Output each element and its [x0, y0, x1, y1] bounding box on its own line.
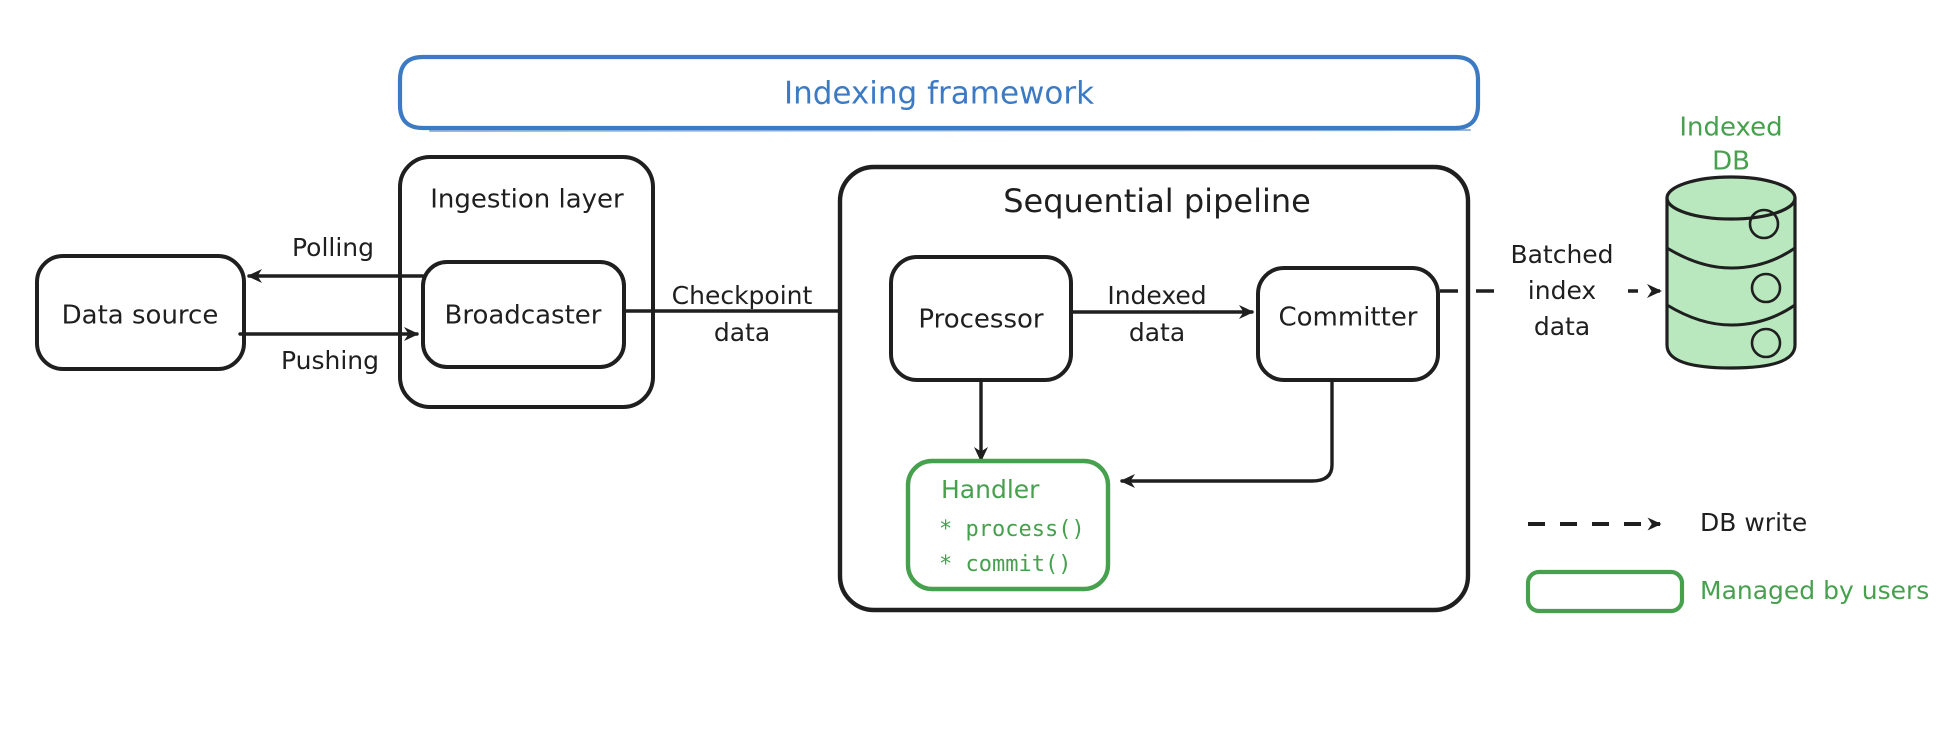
data-source-box	[35, 254, 246, 371]
framework-box-sketch-line	[429, 129, 1471, 132]
edge-polling: Polling	[247, 233, 425, 283]
broadcaster-node[interactable]: Broadcaster	[421, 260, 626, 369]
handler-method-process: * process()	[939, 517, 1085, 542]
db-indicator-circle-1	[1748, 208, 1780, 240]
db-indicator-circle-3	[1750, 327, 1782, 359]
checkpoint-label-line2: data	[714, 318, 770, 347]
sequential-pipeline-label: Sequential pipeline	[1003, 182, 1311, 220]
committer-node[interactable]: Committer	[1256, 266, 1440, 382]
ingestion-layer-label: Ingestion layer	[430, 185, 624, 215]
pushing-label: Pushing	[281, 346, 379, 375]
broadcaster-box	[421, 260, 626, 369]
legend-item-managed-by-users: Managed by users	[1525, 569, 1929, 614]
db-cylinder-body-fill	[1667, 198, 1795, 368]
batched-index-label-line3: data	[1534, 312, 1590, 341]
indexing-framework-container[interactable]: Indexing framework	[397, 54, 1481, 132]
edge-checkpoint-data: Checkpoint data	[622, 281, 886, 347]
committer-label: Committer	[1278, 303, 1417, 333]
polling-label: Polling	[292, 233, 374, 262]
legend-item-db-write: DB write	[1528, 508, 1807, 537]
db-segment-divider-2	[1665, 303, 1797, 327]
committer-box	[1256, 266, 1440, 382]
db-indicator-circle-2	[1750, 272, 1782, 304]
batched-label-backdrop	[1500, 268, 1628, 316]
indexed-db-label-line2: DB	[1712, 147, 1750, 177]
handler-method-commit: * commit()	[939, 552, 1071, 577]
broadcaster-label: Broadcaster	[445, 301, 602, 331]
processor-node[interactable]: Processor	[889, 255, 1073, 382]
edge-indexed-data: Indexed data	[1069, 281, 1254, 347]
db-cylinder-top-outline	[1665, 175, 1797, 221]
indexed-db-node[interactable]: Indexed DB	[1665, 113, 1797, 370]
indexed-data-label-line1: Indexed	[1107, 281, 1206, 310]
db-cylinder-body-outline	[1665, 196, 1797, 370]
data-source-node[interactable]: Data source	[35, 254, 246, 371]
handler-box	[905, 458, 1111, 592]
batched-index-label-line1: Batched	[1510, 240, 1613, 269]
checkpoint-label-line1: Checkpoint	[672, 281, 813, 310]
legend-db-write-label: DB write	[1700, 508, 1807, 537]
handler-node[interactable]: Handler * process() * commit()	[905, 458, 1111, 592]
legend-managed-by-users-label: Managed by users	[1700, 576, 1929, 605]
committer-handler-arrow-line	[1120, 378, 1334, 488]
data-source-label: Data source	[62, 301, 219, 331]
legend: DB write Managed by users	[1525, 508, 1929, 614]
db-cylinder-top-fill	[1667, 177, 1795, 219]
indexed-db-label-line1: Indexed	[1679, 113, 1782, 143]
edge-pushing: Pushing	[238, 327, 419, 375]
edge-committer-to-handler	[1120, 378, 1334, 488]
processor-label: Processor	[918, 305, 1044, 335]
indexed-data-label-line2: data	[1129, 318, 1185, 347]
db-segment-divider-1	[1665, 246, 1797, 270]
legend-green-box-icon	[1525, 569, 1685, 614]
batched-index-label-line2: index	[1528, 276, 1596, 305]
framework-title: Indexing framework	[784, 76, 1094, 112]
framework-box-outline	[397, 54, 1481, 131]
edge-batched-index-data: Batched index data	[1440, 240, 1662, 341]
handler-label: Handler	[941, 475, 1040, 504]
